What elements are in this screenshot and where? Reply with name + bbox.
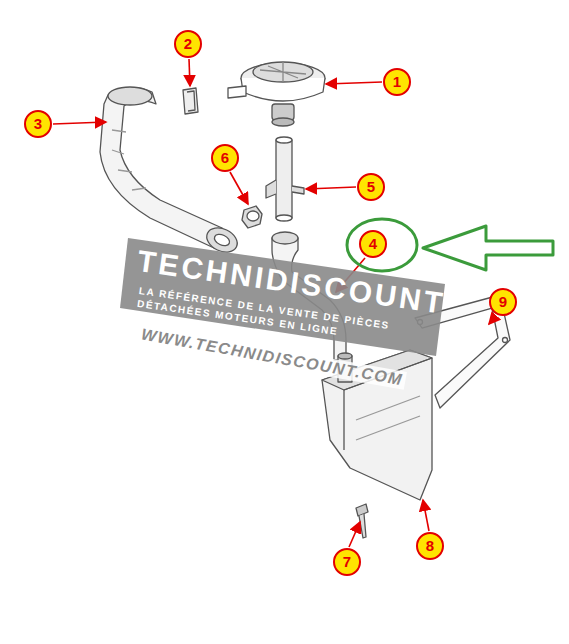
callout-number: 7 — [333, 548, 361, 576]
callout-number: 2 — [174, 30, 202, 58]
callout-number: 3 — [24, 110, 52, 138]
callout-number: 1 — [383, 68, 411, 96]
callout-number: 6 — [211, 144, 239, 172]
callout-number: 5 — [357, 173, 385, 201]
callout-number: 4 — [359, 230, 387, 258]
callout-number: 9 — [489, 288, 517, 316]
callout-number: 8 — [416, 532, 444, 560]
